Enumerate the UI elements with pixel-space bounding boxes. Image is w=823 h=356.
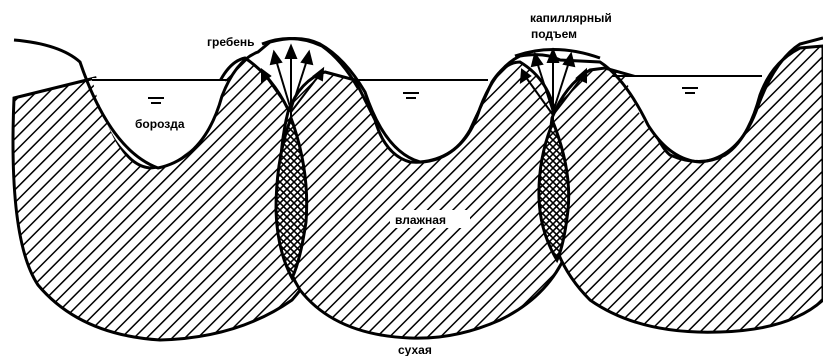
capillary-rise-label-line2: подъем — [531, 27, 577, 41]
dry-label: сухая — [398, 343, 432, 356]
furrow-label: борозда — [135, 117, 185, 131]
capillary-rise-label-line1: капиллярный — [530, 11, 612, 25]
wet-label: влажная — [395, 213, 446, 227]
ridge-label: гребень — [207, 35, 255, 49]
ridge-crest-right — [515, 49, 600, 58]
